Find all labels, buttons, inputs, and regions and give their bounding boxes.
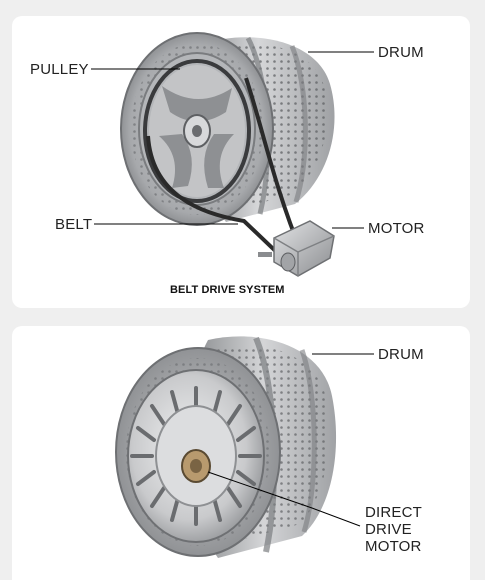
direct-drive-motor-label: DIRECT DRIVE MOTOR — [365, 504, 445, 555]
direct-drive-illustration — [115, 336, 374, 558]
belt-drive-illustration — [91, 32, 374, 277]
motor — [258, 220, 335, 277]
belt-drive-panel: PULLEY DRUM BELT MOTOR BELT DRIVE SYSTEM — [12, 16, 470, 308]
direct-drive-panel: DRUM DIRECT DRIVE MOTOR — [12, 326, 470, 580]
belt-label: BELT — [55, 216, 93, 233]
direct-drive-motor-label-line: DIRECT — [365, 504, 423, 521]
diagram-caption: BELT DRIVE SYSTEM — [170, 284, 285, 296]
direct-drive-motor-label-line: MOTOR — [365, 538, 422, 555]
motor-label: MOTOR — [368, 220, 425, 237]
drum-label: DRUM — [378, 44, 424, 61]
pulley-label: PULLEY — [30, 61, 89, 78]
motor-leader-line — [207, 471, 361, 527]
direct-drive-motor-label-line: DRIVE — [365, 521, 412, 538]
pulley — [143, 59, 251, 203]
drum-label: DRUM — [378, 346, 424, 363]
direct-drive-motor — [127, 369, 265, 543]
